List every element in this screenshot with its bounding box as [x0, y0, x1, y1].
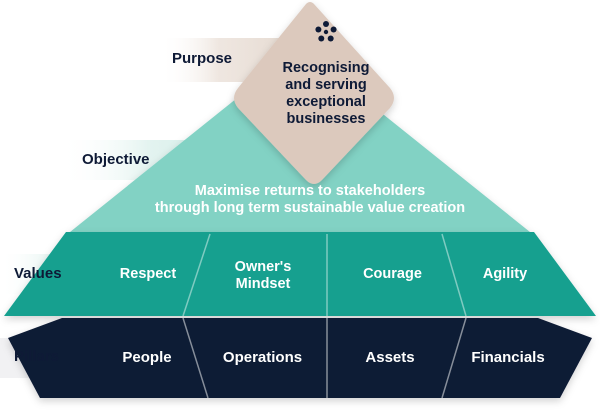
star-knot-icon — [315, 21, 337, 42]
side-label-purpose: Purpose — [172, 50, 233, 67]
side-label-pillars: Pillars — [14, 348, 60, 365]
pillars-divider-1 — [182, 317, 209, 399]
pillar-assets: Assets — [365, 349, 415, 367]
pillars-divider-3 — [441, 317, 467, 399]
value-label-line-2: Mindset — [235, 276, 291, 292]
value-label-line-1: Owner's — [234, 258, 292, 275]
value-label-line-1: Courage — [363, 266, 422, 283]
value-owners-mindset: Owner's Mindset — [205, 256, 321, 296]
purpose-line-1: Recognising — [282, 59, 370, 76]
pillar-financials: Financials — [471, 349, 545, 367]
side-label-values: Values — [14, 265, 62, 282]
purpose-diamond — [234, 2, 394, 184]
purpose-line-2: and serving — [285, 76, 367, 93]
value-label-line-1: Agility — [482, 266, 528, 283]
values-tier — [4, 232, 596, 316]
value-label-line-1: Respect — [119, 266, 177, 283]
pillars-tier — [8, 318, 592, 398]
objective-statement: Maximise returns to stakeholders through… — [120, 180, 500, 220]
purpose-statement: Recognising and serving exceptional busi… — [252, 56, 400, 132]
values-divider-3 — [441, 233, 467, 317]
pillar-operations: Operations — [222, 349, 303, 367]
value-courage: Courage — [335, 258, 450, 292]
purpose-line-3: exceptional — [286, 94, 366, 110]
pillar-people: People — [122, 349, 172, 367]
side-label-objective: Objective — [82, 151, 150, 168]
values-divider-1 — [182, 233, 211, 317]
purpose-line-4: businesses — [286, 111, 366, 128]
objective-line-2: through long term sustainable value crea… — [154, 200, 466, 216]
value-agility: Agility — [455, 258, 555, 292]
value-respect: Respect — [98, 258, 198, 292]
objective-line-1: Maximise returns to stakeholders — [194, 182, 426, 199]
